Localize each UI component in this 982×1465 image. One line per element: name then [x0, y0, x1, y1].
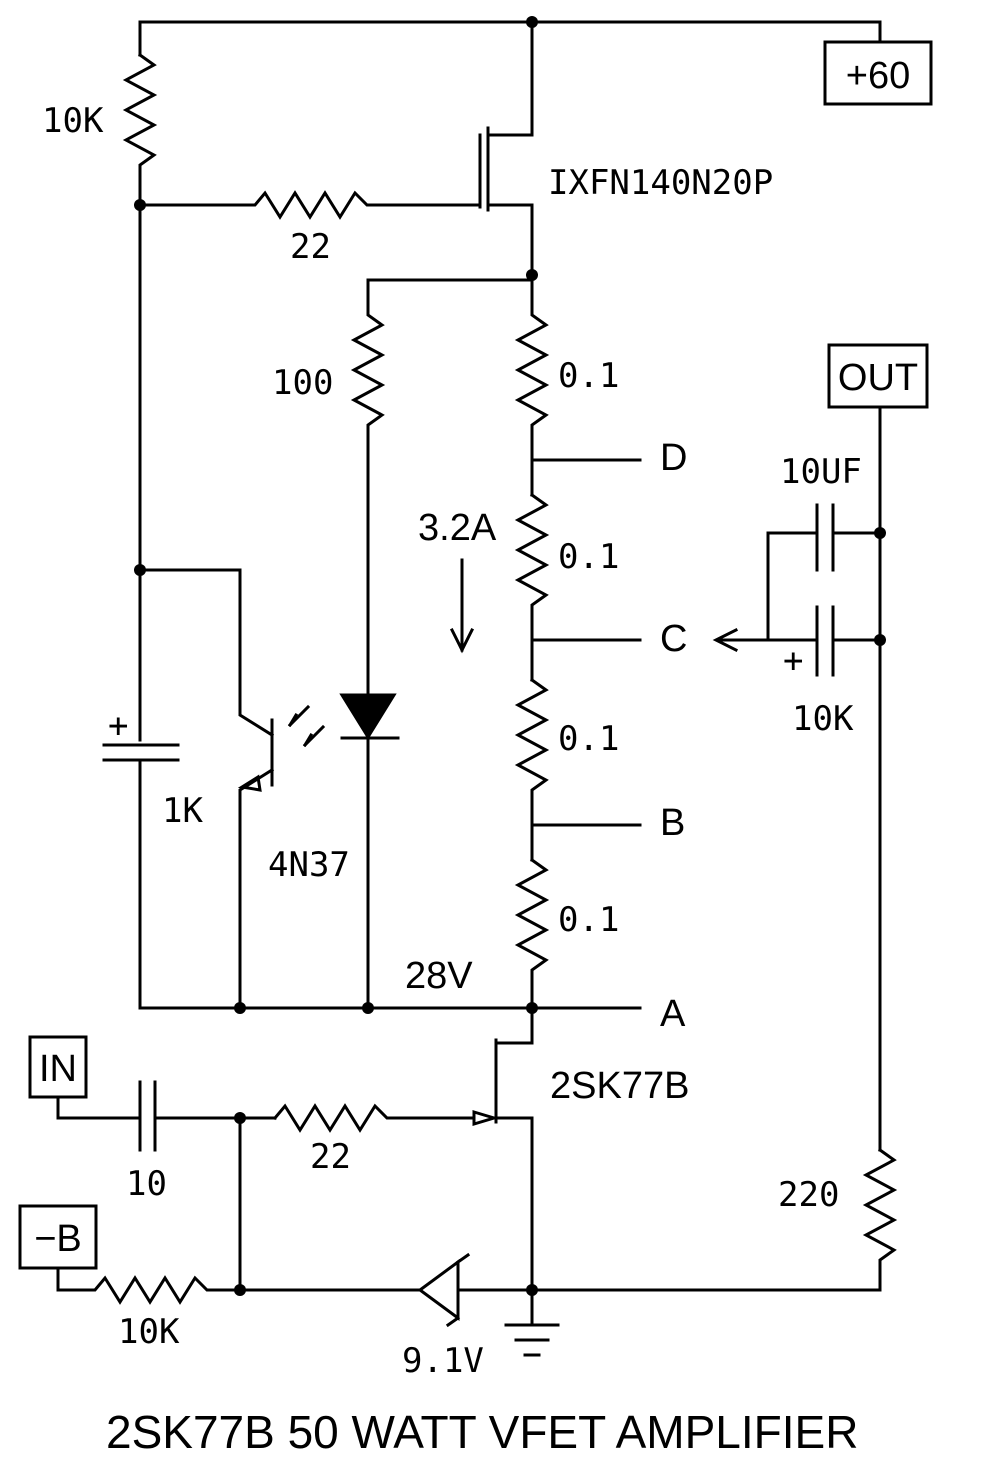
supply-neg-label: −B — [34, 1218, 82, 1260]
cap-in-label: 10 — [126, 1164, 167, 1204]
r-sense-3-label: 0.1 — [558, 719, 619, 759]
zener-label: 9.1V — [402, 1341, 484, 1381]
ground-symbol — [504, 1288, 560, 1357]
output-terminal: OUT — [827, 343, 929, 409]
capacitor-out-bottom: + 10K — [712, 605, 882, 739]
r-led-label: 100 — [272, 363, 333, 403]
r-out-label: 220 — [778, 1175, 839, 1215]
vfet-2sk77b: 2SK77B — [472, 1006, 689, 1292]
resistor-10k-bias: 10K — [56, 1266, 422, 1352]
supply-neg-terminal: −B — [18, 1204, 98, 1270]
node-a-label: A — [660, 993, 686, 1035]
current-label: 3.2A — [418, 507, 497, 549]
junction-a1 — [234, 1002, 246, 1014]
r-bias-label: 10K — [118, 1312, 180, 1352]
r-sense-2-label: 0.1 — [558, 537, 619, 577]
node-b-label: B — [660, 802, 685, 844]
cap-left-label: 1K — [162, 791, 203, 831]
resistor-22-vfet: 22 — [272, 1103, 476, 1177]
r-sense-1-label: 0.1 — [558, 356, 619, 396]
r-sense-4-label: 0.1 — [558, 900, 619, 940]
input-terminal: IN — [28, 1035, 88, 1099]
optocoupler-4n37: 4N37 — [138, 568, 350, 1010]
top-rail-wires — [138, 20, 882, 137]
mosfet-label: IXFN140N20P — [548, 163, 773, 203]
supply-pos-label: +60 — [846, 55, 910, 97]
junction-top — [526, 16, 538, 28]
resistor-100: 100 — [272, 278, 534, 697]
zener-diode: 9.1V — [402, 1252, 534, 1381]
mosfet-ixfn140n20p: IXFN140N20P — [478, 126, 773, 277]
node-d-label: D — [660, 437, 687, 479]
led-diode — [339, 693, 400, 1010]
current-annotation: 3.2A — [418, 507, 497, 654]
capacitor-input: 10 — [56, 1080, 277, 1204]
resistor-10k-top: 10K — [42, 52, 158, 207]
sense-resistor-chain: 0.1 0.1 0.1 0.1 — [514, 273, 619, 1010]
optocoupler-label: 4N37 — [268, 845, 350, 885]
voltage-label: 28V — [405, 955, 473, 997]
junction-a2 — [362, 1002, 374, 1014]
vfet-label: 2SK77B — [550, 1065, 689, 1107]
r-gate-mosfet-label: 22 — [290, 227, 331, 267]
cap-out-bottom-label: 10K — [792, 699, 854, 739]
node-c-label: C — [660, 618, 687, 660]
r-top-left-label: 10K — [42, 101, 104, 141]
cap-out-top-label: 10UF — [780, 452, 862, 492]
capacitor-left: + 1K — [102, 706, 203, 1010]
resistor-22-gate: 22 — [138, 190, 482, 267]
output-label: OUT — [838, 357, 918, 399]
capacitor-out-top: 10UF — [766, 452, 882, 642]
cap-left-plus: + — [108, 706, 128, 746]
node-taps: D C B A — [530, 437, 687, 1035]
diagram-title: 2SK77B 50 WATT VFET AMPLIFIER — [106, 1406, 858, 1458]
input-label: IN — [39, 1048, 77, 1090]
cap-out-plus: + — [783, 641, 803, 681]
supply-pos-terminal: +60 — [823, 40, 933, 106]
r-gate-vfet-label: 22 — [310, 1137, 351, 1177]
resistor-220: 220 — [530, 1147, 898, 1292]
